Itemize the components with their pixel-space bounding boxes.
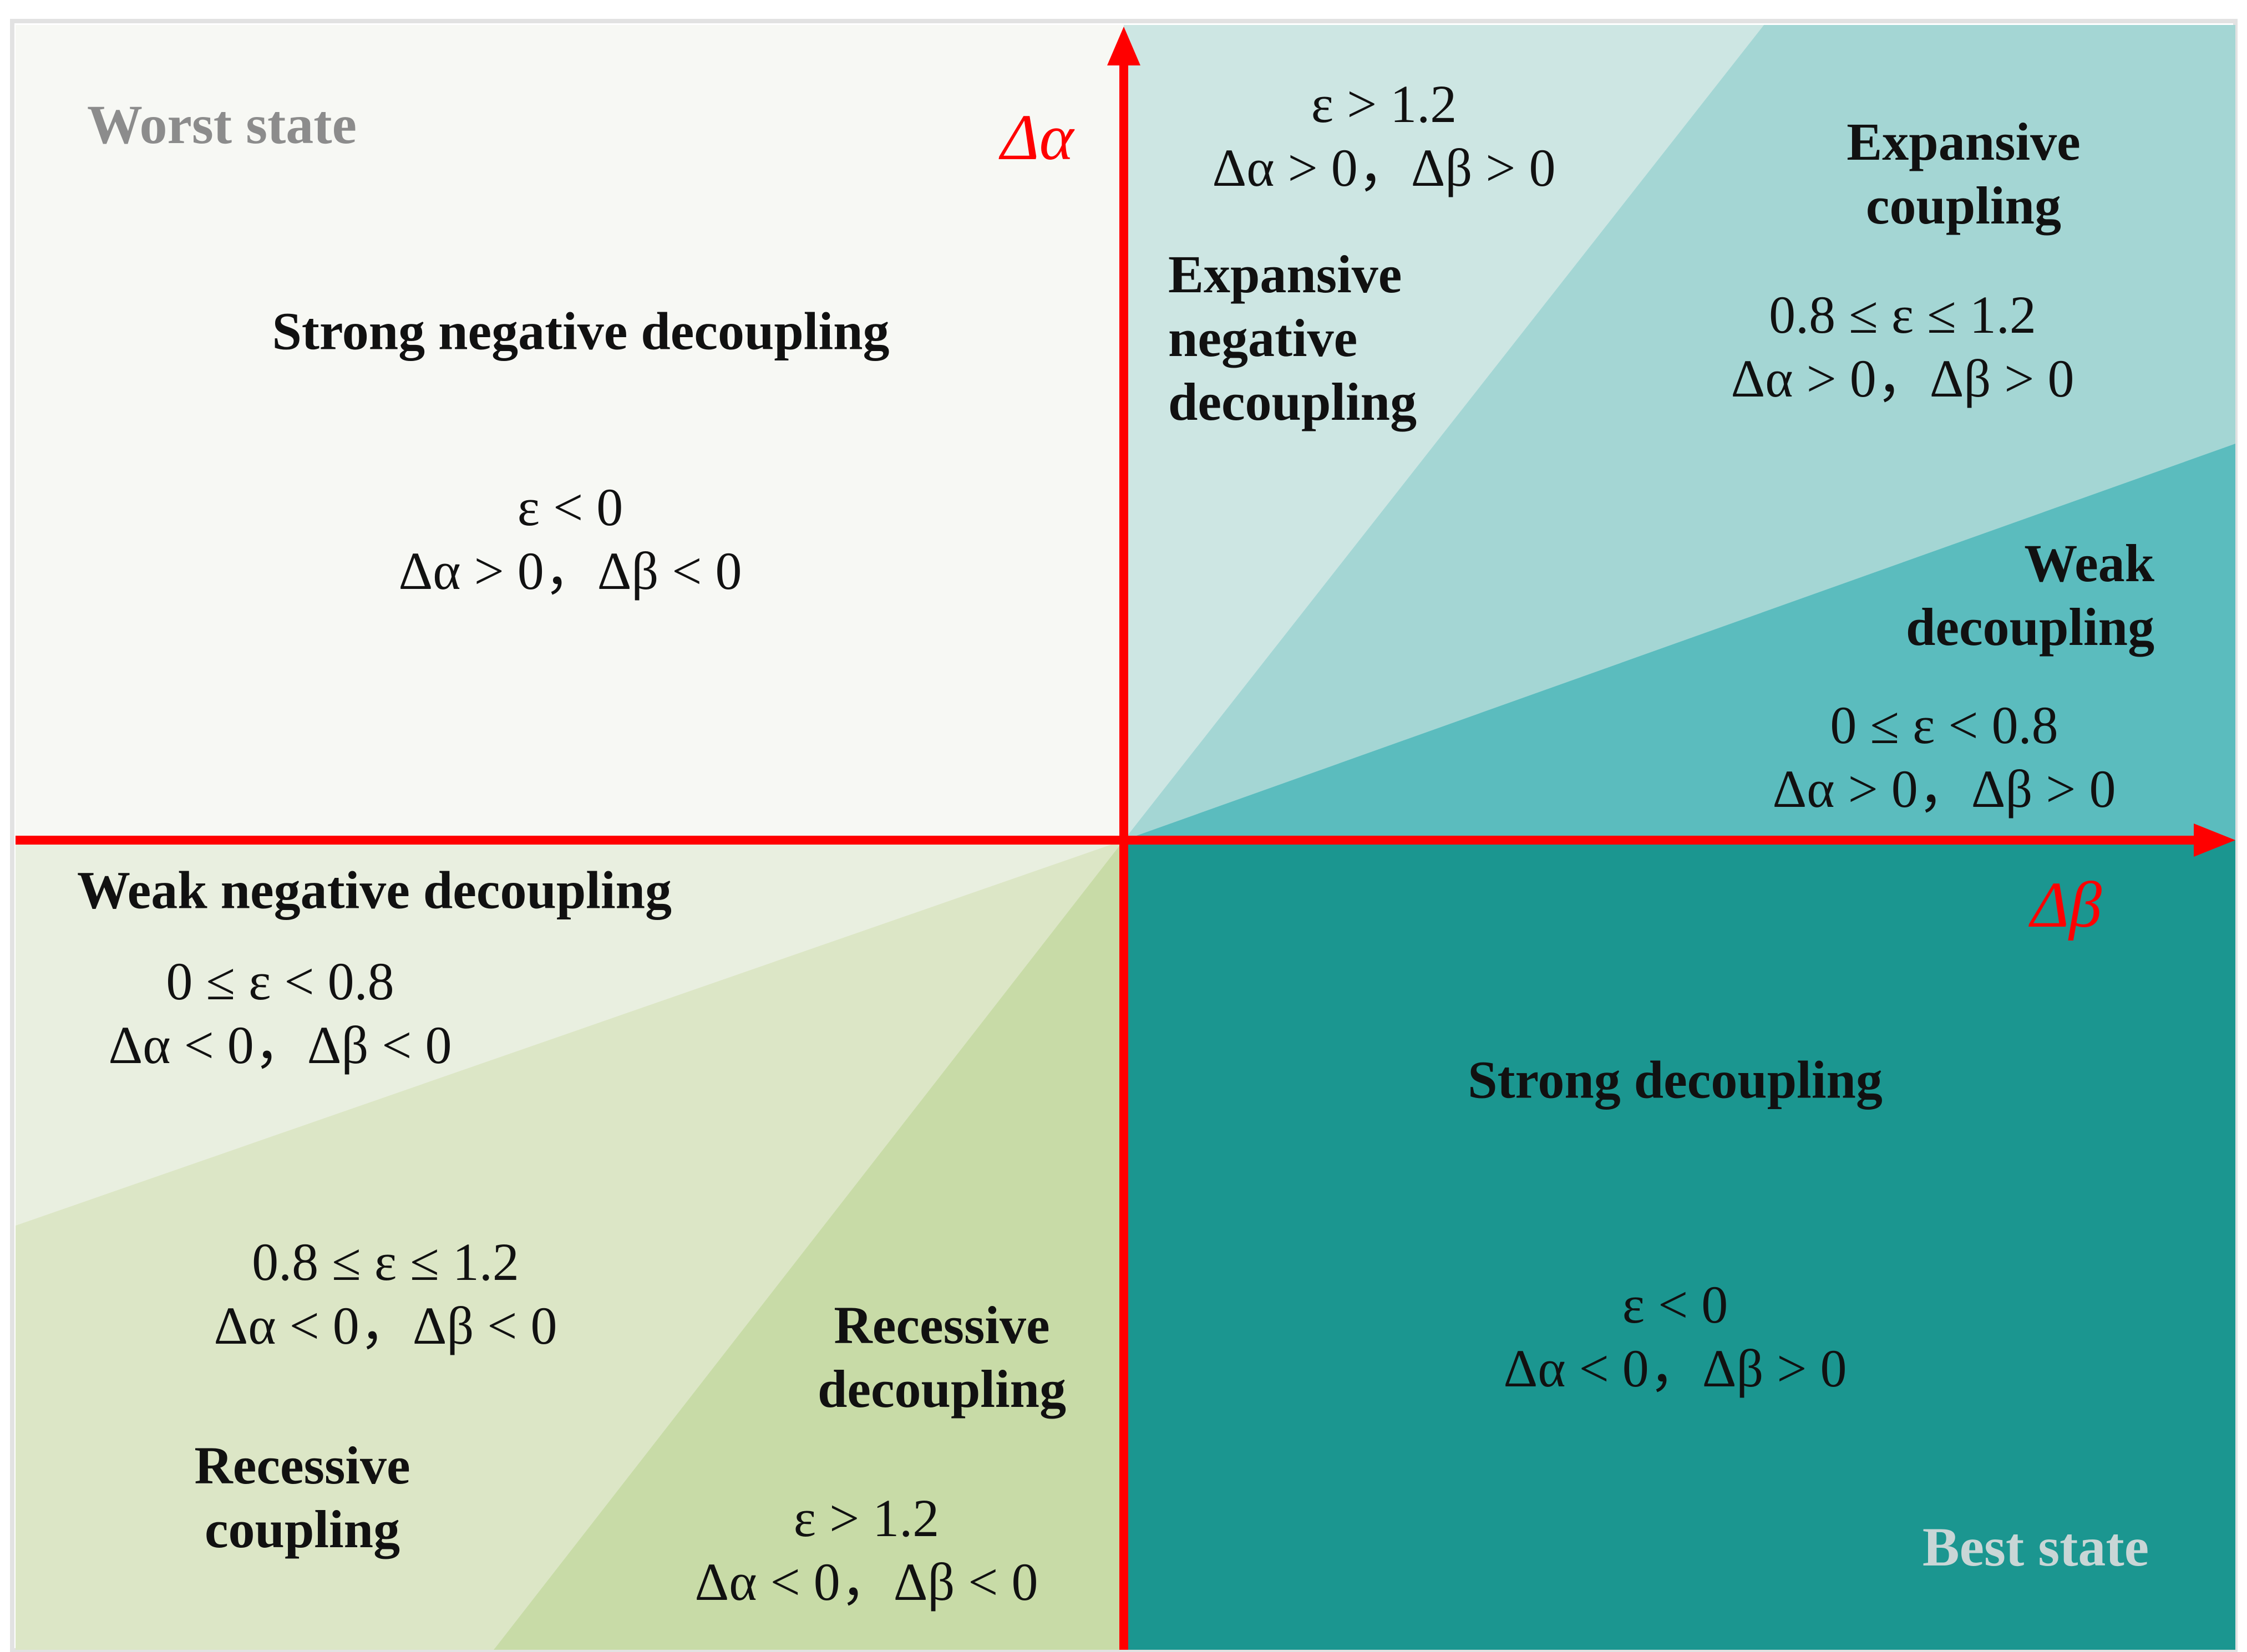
weak-negative-decoupling-conditions: 0 ≤ ε < 0.8 Δα < 0，Δβ < 0 [109,949,452,1077]
y-axis-arrow [1107,27,1140,65]
recessive-decoupling-title: Recessive decoupling [817,1295,1067,1419]
strong-negative-decoupling-title: Strong negative decoupling [272,301,890,361]
expansive-negative-deltas: Δα > 0，Δβ > 0 [1212,138,1556,197]
expansive-coupling-conditions: 0.8 ≤ ε ≤ 1.2 Δα > 0，Δβ > 0 [1731,283,2074,410]
strong-decoupling-deltas: Δα < 0，Δβ > 0 [1503,1339,1847,1398]
region-weak-decoupling [1124,444,2235,840]
recessive-coupling-deltas: Δα < 0，Δβ < 0 [214,1296,557,1355]
y-axis-label: Δα [1001,101,1074,174]
region-strong-decoupling [1124,840,2235,1650]
expansive-coupling-title: Expansive coupling [1847,111,2081,235]
expansive-negative-decoupling-conditions: ε > 1.2 Δα > 0，Δβ > 0 [1213,72,1556,200]
recessive-coupling-conditions: 0.8 ≤ ε ≤ 1.2 Δα < 0，Δβ < 0 [214,1230,557,1358]
weak-negative-deltas: Δα < 0，Δβ < 0 [108,1015,452,1075]
weak-negative-decoupling-title: Weak negative decoupling [77,860,672,920]
region-recessive-coupling [16,840,1124,1650]
best-state-label: Best state [1922,1516,2149,1578]
recessive-decoupling-conditions: ε > 1.2 Δα < 0，Δβ < 0 [695,1486,1038,1614]
weak-negative-epsilon: 0 ≤ ε < 0.8 [166,951,394,1011]
weak-decoupling-deltas: Δα > 0，Δβ > 0 [1772,759,2116,819]
x-axis-label: Δβ [2030,868,2102,942]
expansive-negative-epsilon: ε > 1.2 [1311,74,1457,134]
expansive-coupling-epsilon: 0.8 ≤ ε ≤ 1.2 [1769,284,2036,344]
x-axis-arrow [2194,824,2235,857]
region-strong-negative [16,25,1124,840]
weak-decoupling-epsilon: 0 ≤ ε < 0.8 [1830,695,2058,755]
recessive-decoupling-epsilon: ε > 1.2 [793,1488,940,1548]
region-recessive-decoupling [494,840,1124,1650]
strong-negative-deltas: Δα > 0，Δβ < 0 [398,541,742,601]
strong-decoupling-epsilon: ε < 0 [1622,1274,1728,1334]
region-expansive-coupling [1124,25,2235,840]
worst-state-label: Worst state [87,94,357,155]
recessive-decoupling-deltas: Δα < 0，Δβ < 0 [694,1552,1038,1612]
strong-decoupling-conditions: ε < 0 Δα < 0，Δβ > 0 [1504,1273,1847,1400]
expansive-coupling-deltas: Δα > 0，Δβ > 0 [1731,349,2074,408]
recessive-coupling-epsilon: 0.8 ≤ ε ≤ 1.2 [252,1232,519,1292]
strong-decoupling-title: Strong decoupling [1468,1050,1883,1110]
expansive-negative-decoupling-title: Expansive negative decoupling [1168,245,1417,432]
strong-negative-decoupling-conditions: ε < 0 Δα > 0，Δβ < 0 [399,475,742,603]
weak-decoupling-conditions: 0 ≤ ε < 0.8 Δα > 0，Δβ > 0 [1773,693,2116,821]
strong-negative-epsilon: ε < 0 [517,477,623,537]
weak-decoupling-title: Weak decoupling [1905,533,2155,657]
recessive-coupling-title: Recessive coupling [194,1435,410,1559]
